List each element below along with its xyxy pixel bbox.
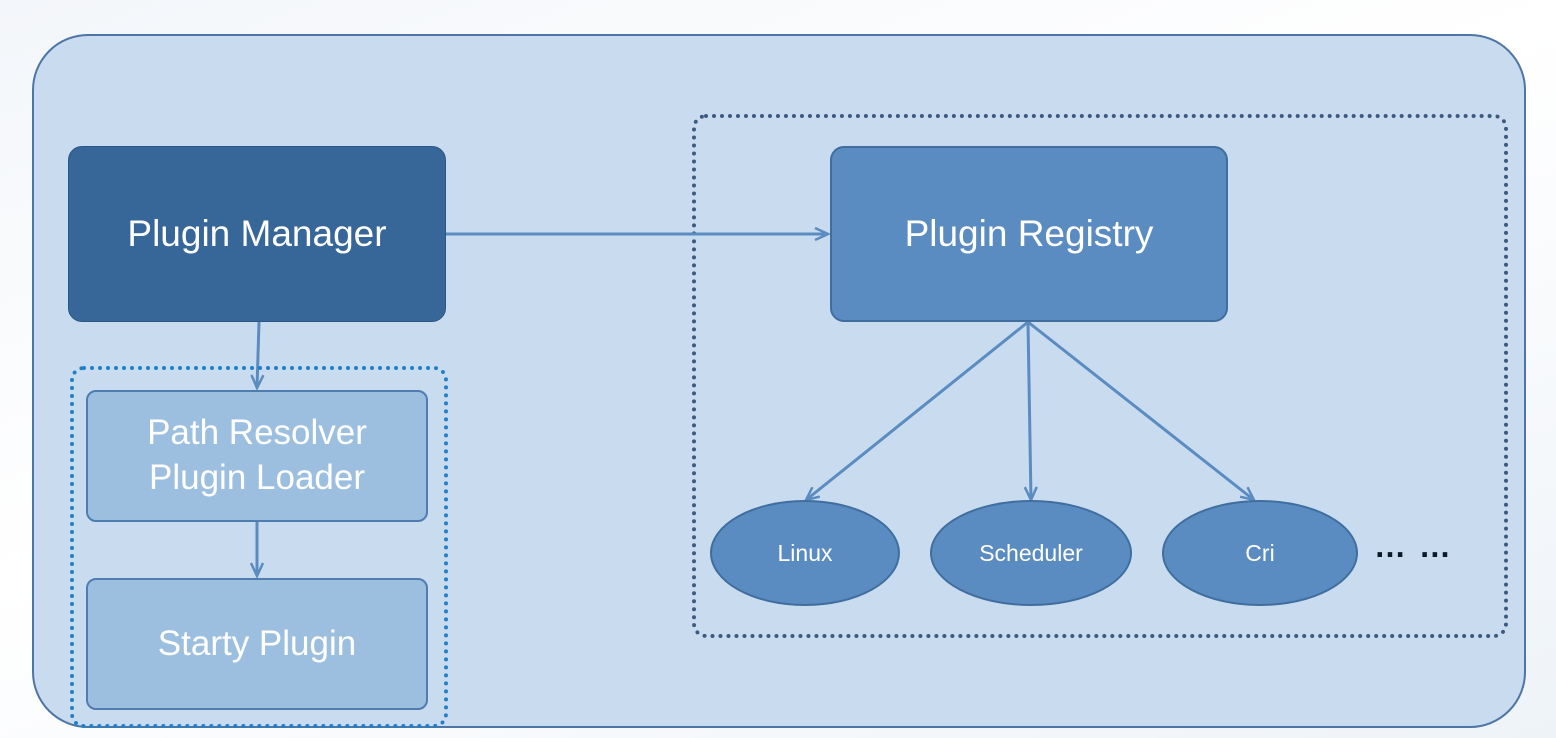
plugin-registry-box: Plugin Registry bbox=[830, 146, 1228, 322]
arrow-registry-to-cri bbox=[1027, 320, 1254, 500]
path-resolver-label: Path Resolver bbox=[147, 413, 367, 453]
scheduler-plugin-node: Scheduler bbox=[930, 500, 1132, 606]
plugin-registry-label: Plugin Registry bbox=[904, 213, 1154, 255]
registry-group bbox=[692, 114, 1508, 638]
cri-label: Cri bbox=[1245, 539, 1275, 566]
arrow-manager-to-resolver bbox=[257, 321, 259, 388]
plugin-loader-label: Plugin Loader bbox=[149, 458, 365, 497]
path-resolver-box: Path Resolver Plugin Loader bbox=[86, 390, 428, 522]
linux-label: Linux bbox=[777, 539, 833, 566]
starty-plugin-box: Starty Plugin bbox=[86, 578, 428, 710]
starty-plugin-label: Starty Plugin bbox=[157, 623, 357, 663]
plugin-manager-label: Plugin Manager bbox=[127, 213, 387, 255]
arrow-registry-to-scheduler bbox=[1028, 321, 1031, 500]
linux-plugin-node: Linux bbox=[710, 500, 900, 606]
arrow-registry-to-linux bbox=[806, 320, 1029, 500]
scheduler-label: Scheduler bbox=[979, 539, 1083, 566]
plugin-manager-box: Plugin Manager bbox=[68, 146, 446, 322]
loader-group bbox=[70, 366, 448, 728]
more-plugins-ellipsis: … … bbox=[1374, 528, 1453, 564]
cri-plugin-node: Cri bbox=[1162, 500, 1358, 606]
